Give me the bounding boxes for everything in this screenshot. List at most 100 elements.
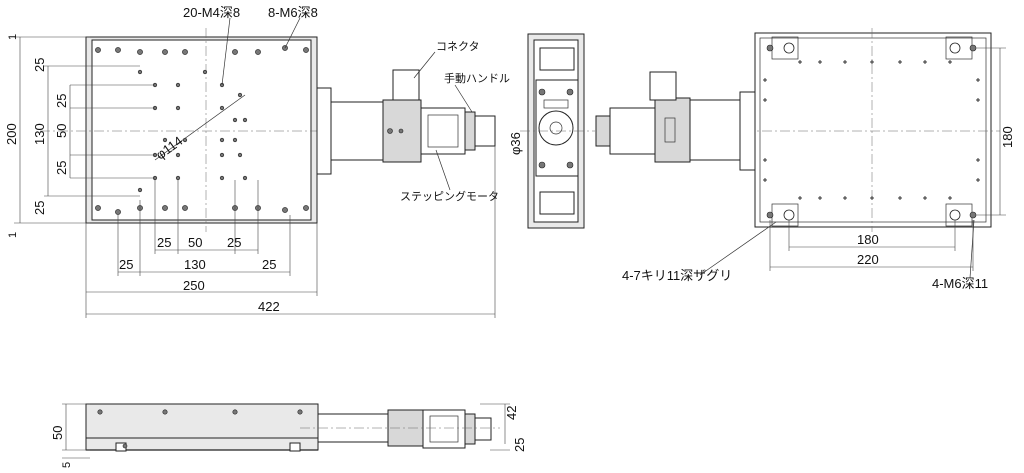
side-top-table (85, 403, 319, 439)
side-view: 50 5 42 25 (50, 403, 527, 468)
dim-text-50: 50 (54, 124, 69, 138)
base-cross-mark (898, 60, 902, 64)
base-cross-mark (870, 60, 874, 64)
m6-br (969, 211, 977, 219)
cbore-tr (949, 42, 961, 54)
pattern-hole (232, 137, 238, 143)
pattern-hole (175, 152, 181, 158)
pattern-hole (219, 137, 225, 143)
phi114-leader (154, 94, 246, 161)
cbore-leader (699, 221, 777, 276)
motor-mark-2 (398, 128, 404, 134)
dim-text-b50: 50 (188, 235, 202, 250)
base-crosses (763, 60, 980, 200)
pattern-hole (219, 152, 225, 158)
pattern-hole (219, 105, 225, 111)
base-cross-mark (763, 78, 767, 82)
top-edge-hole (232, 49, 238, 55)
base-knob (595, 115, 611, 147)
dim-text-25-d: 25 (32, 201, 47, 215)
side-text-25: 25 (512, 438, 527, 452)
label-m6: 8-M6深8 (268, 5, 318, 20)
pattern-hole (175, 105, 181, 111)
dim-text-250: 250 (183, 278, 205, 293)
m6-tl (766, 44, 774, 52)
m6-11-leader (969, 219, 975, 279)
dim-text-180v: 180 (1000, 126, 1015, 148)
connector-leader (413, 51, 436, 79)
motor-bracket (316, 87, 332, 175)
side-coupling-inner (429, 415, 459, 443)
base-cross-mark (818, 60, 822, 64)
base-motor-adapter (689, 99, 741, 161)
end-view: φ36 (508, 33, 595, 229)
tick-top: 1 (7, 34, 19, 40)
base-inner (759, 37, 987, 223)
connector-box (392, 69, 420, 101)
side-hole-3 (232, 409, 238, 415)
base-cross-mark (976, 158, 980, 162)
cbore-tl (783, 42, 795, 54)
label-counterbore: 4-7キリ11深ザグリ (622, 268, 732, 283)
base-cross-mark (763, 178, 767, 182)
pattern-hole (237, 92, 243, 98)
motor-adapter (330, 101, 384, 161)
top-edge-hole (303, 47, 309, 53)
pattern-hole (219, 175, 225, 181)
base-outline (754, 32, 992, 228)
top-edge-hole (182, 205, 188, 211)
end-hole-3 (538, 161, 546, 169)
pattern-hole (242, 117, 248, 123)
base-cross-mark (898, 196, 902, 200)
base-cross-mark (798, 196, 802, 200)
coupling-inner (427, 114, 459, 148)
motor-mark (387, 128, 393, 134)
top-edge-hole (115, 47, 121, 53)
side-hole-4 (297, 409, 303, 415)
base-cross-mark (948, 60, 952, 64)
base-bracket (739, 91, 756, 171)
base-cross-mark (976, 178, 980, 182)
handle-shaft (474, 115, 496, 147)
base-cross-mark (976, 98, 980, 102)
dim-text-180h: 180 (857, 232, 879, 247)
side-text-42: 42 (504, 406, 519, 420)
side-hole-5 (122, 443, 128, 449)
top-edge-hole (95, 205, 101, 211)
dim-text-b25b: 25 (227, 235, 241, 250)
label-handle: 手動ハンドル (444, 71, 510, 85)
base-motor-body (654, 97, 691, 163)
side-text-5: 5 (61, 462, 73, 468)
end-upper-block (539, 47, 575, 71)
handle-leader (454, 84, 473, 113)
side-hole-2 (162, 409, 168, 415)
handle-knob (464, 111, 476, 151)
dim-text-phi36: φ36 (508, 132, 523, 155)
base-slot (664, 117, 676, 143)
pattern-hole (237, 152, 243, 158)
base-cross-mark (948, 196, 952, 200)
dim-text-25-c: 25 (54, 161, 69, 175)
top-edge-hole (162, 205, 168, 211)
label-m6-11: 4-M6深11 (932, 276, 988, 291)
dim-text-c25b: 25 (262, 257, 276, 272)
m6-bl (766, 211, 774, 219)
top-edge-hole (137, 49, 143, 55)
dim-text-130: 130 (32, 123, 47, 145)
pattern-hole (162, 137, 168, 143)
base-cross-mark (923, 196, 927, 200)
top-edge-hole (282, 207, 288, 213)
base-cross-mark (870, 196, 874, 200)
stage-table (91, 39, 312, 221)
tick-bottom: 1 (7, 232, 19, 238)
side-text-50: 50 (50, 426, 65, 440)
top-edge-hole (95, 47, 101, 53)
end-hole-2 (566, 88, 574, 96)
base-cross-mark (763, 98, 767, 102)
pattern-hole (232, 117, 238, 123)
label-connector: コネクタ (436, 40, 480, 53)
bottom-view: 180 180 220 4-7キリ11深ザグリ 4-M6深11 (595, 28, 1015, 291)
pattern-hole (242, 175, 248, 181)
dim-text-c25a: 25 (119, 257, 133, 272)
cbore-bl (783, 209, 795, 221)
